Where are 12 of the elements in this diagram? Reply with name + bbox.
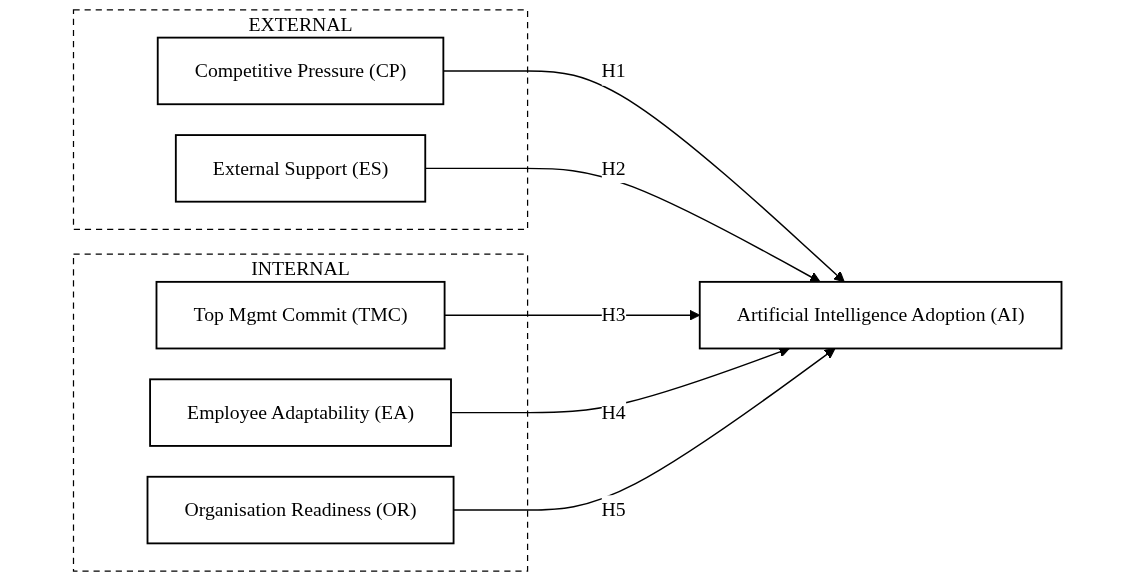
edge-label: H2 (601, 157, 626, 179)
node-box: Competitive Pressure (CP) (156, 36, 445, 106)
node-box: Employee Adaptability (EA) (149, 378, 452, 447)
edge-label: H5 (601, 498, 626, 520)
node-box: Top Mgmt Commit (TMC) (155, 280, 446, 350)
edge-label: H1 (601, 59, 626, 81)
node-box: External Support (ES) (174, 134, 427, 203)
edge-label: H3 (601, 304, 626, 326)
arrow (452, 348, 836, 511)
edge-label: H4 (601, 401, 626, 423)
node-box: Organisation Readiness (OR) (146, 475, 455, 545)
node-box: Artificial Intelligence Adoption (AI) (698, 280, 1063, 350)
